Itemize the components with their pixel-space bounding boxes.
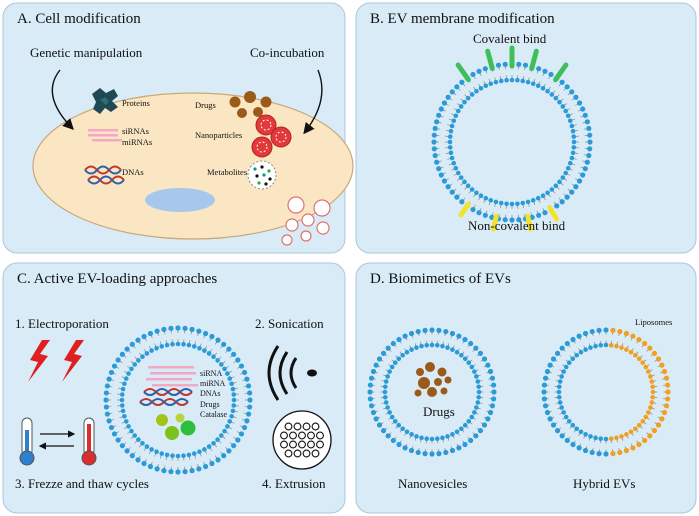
nanovesicles-label: Nanovesicles [398, 476, 467, 491]
nanoparticle-spheres [251, 114, 292, 158]
genetic-arrow [51, 69, 74, 131]
dna-icon [84, 165, 125, 185]
rna-icon [88, 129, 122, 142]
dnas-label: DNAs [122, 167, 144, 177]
hybrid-evs-label: Hybrid EVs [573, 476, 635, 491]
mirna-label: miRNA [200, 379, 226, 388]
cargo-rna [146, 366, 198, 387]
panel-a: A. Cell modification Genetic manipulatio… [2, 2, 354, 254]
liposomes-label: Liposomes [635, 317, 672, 327]
cargo-dna [139, 388, 193, 406]
drug-particles [229, 91, 272, 118]
electroporation-label: 1. Electroporation [15, 316, 109, 331]
cell-nucleus [145, 188, 215, 212]
nanoparticles-label: Nanoparticles [195, 130, 242, 140]
sonication-label: 2. Sonication [255, 316, 324, 331]
membrane-ligands [455, 45, 569, 232]
drugs-d-label: Drugs [423, 404, 455, 419]
dnas-cargo-label: DNAs [200, 389, 220, 398]
mirnas-label: miRNAs [122, 137, 152, 147]
thermometer-icon [19, 417, 97, 466]
panel-b-title: B. EV membrane modification [370, 11, 555, 27]
sirnas-label: siRNAs [122, 126, 149, 136]
panel-a-title: A. Cell modification [17, 11, 141, 27]
freeze-thaw-label: 3. Frezze and thaw cycles [15, 476, 149, 491]
protein-icon [92, 88, 118, 114]
panel-b: B. EV membrane modification Covalent bin… [355, 2, 697, 254]
proteins-label: Proteins [122, 98, 150, 108]
sirna-label: siRNA [200, 369, 222, 378]
nanovesicle-membrane [367, 327, 497, 457]
ev-release-vesicles [281, 196, 331, 246]
catalase-label: Catalase [200, 410, 228, 419]
coincubation-arrow [303, 69, 323, 135]
noncovalent-bind-label: Non-covalent bind [468, 218, 566, 233]
panel-c-title: C. Active EV-loading approaches [17, 271, 217, 287]
extrusion-pores [280, 422, 324, 458]
drugs-cargo-label: Drugs [200, 400, 220, 409]
hybrid-ev-membrane [541, 327, 671, 457]
metabolites-label: Metabolites [207, 167, 247, 177]
genetic-manipulation-label: Genetic manipulation [30, 45, 143, 60]
cargo-drugs [156, 413, 196, 440]
sonication-wave-icon [267, 345, 317, 401]
panel-d-background [355, 262, 697, 514]
covalent-bind-label: Covalent bind [473, 31, 547, 46]
coincubation-label: Co-incubation [250, 45, 325, 60]
lightning-icon [28, 340, 84, 382]
nanovesicle-drugs [414, 362, 452, 397]
panel-d: D. Biomimetics of EVs Drugs Liposomes Na… [355, 262, 697, 514]
ev-membrane-c [103, 325, 253, 475]
metabolite-sphere [247, 160, 277, 190]
extrusion-membrane-icon [272, 410, 332, 470]
extrusion-label: 4. Extrusion [262, 476, 326, 491]
panel-d-title: D. Biomimetics of EVs [370, 271, 511, 287]
drugs-label: Drugs [195, 100, 216, 110]
panel-b-background [355, 2, 697, 254]
panel-c: C. Active EV-loading approaches 1. Elect… [2, 262, 346, 514]
